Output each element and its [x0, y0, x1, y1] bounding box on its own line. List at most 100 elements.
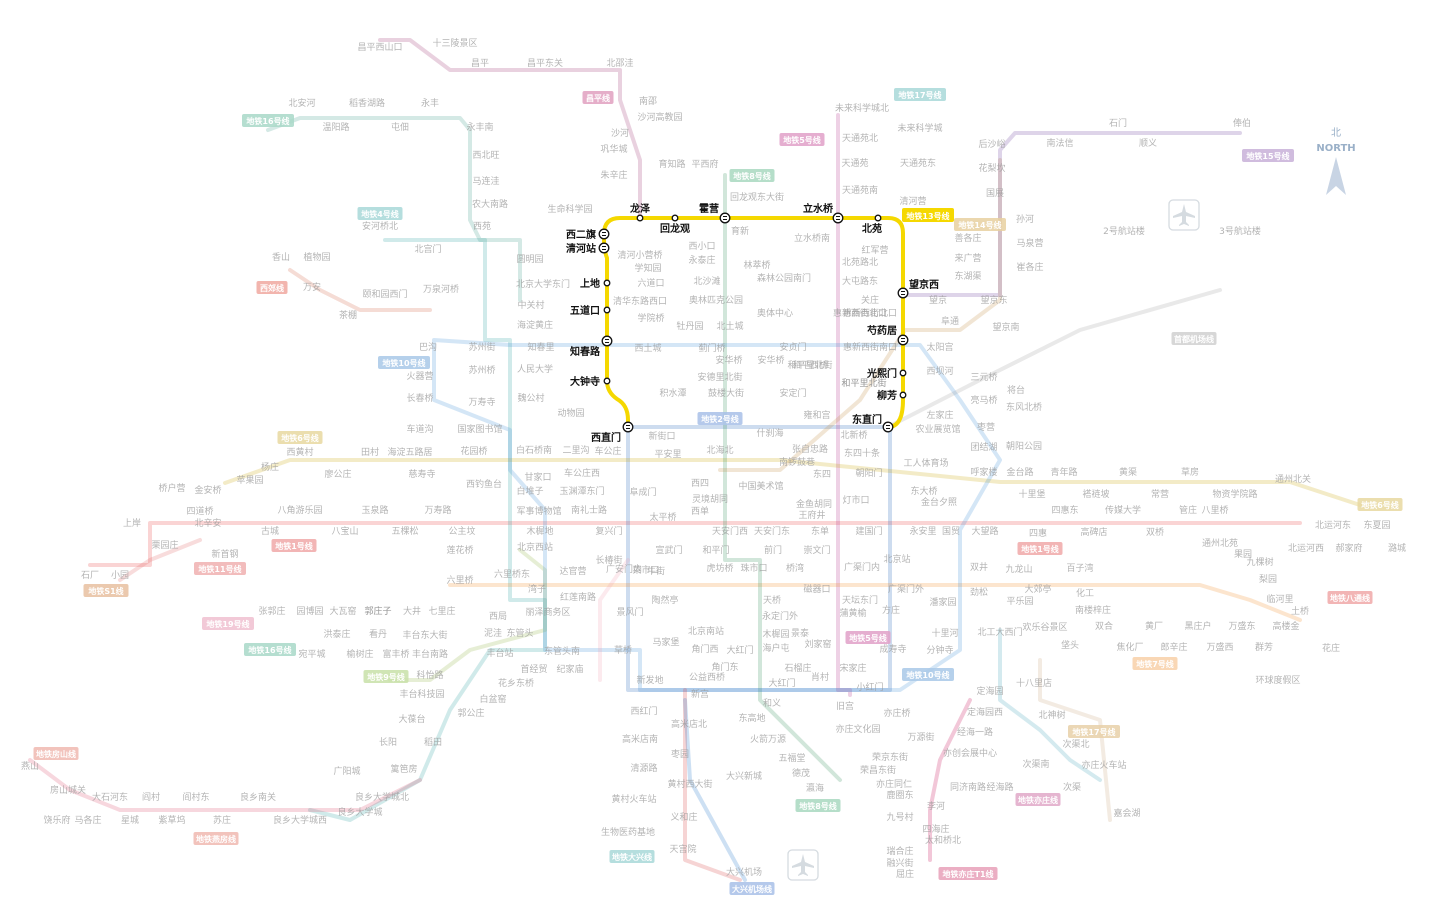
station-label: 张郭庄 — [258, 605, 285, 617]
station-7[interactable]: 龙泽 — [629, 202, 650, 222]
station-label: 善各庄 — [954, 232, 981, 244]
line-badge-30: 地铁8号线 — [795, 799, 841, 812]
station-label: 黄村西大街 — [667, 778, 712, 790]
station-label: 环球度假区 — [1255, 674, 1300, 686]
line-badge-bg — [1068, 725, 1120, 738]
station-6[interactable]: 西二旗 — [566, 228, 610, 241]
station-label: 八角游乐园 — [277, 504, 322, 516]
station-label: 崇文门 — [803, 544, 830, 556]
station-5[interactable]: 清河站 — [566, 242, 610, 255]
line-badge-label: 地铁8号线 — [733, 171, 771, 181]
station-label: 知春里 — [527, 341, 554, 353]
station-8[interactable]: 回龙观 — [660, 214, 690, 235]
line-badge-label: 西郊线 — [260, 283, 284, 293]
station-label: 丰台南路 — [412, 648, 448, 660]
station-label: 垡头 — [1061, 639, 1079, 651]
station-label: 首经贸 — [520, 663, 547, 675]
station-4[interactable]: 上地 — [580, 277, 611, 290]
station-label: 马各庄 — [74, 814, 101, 826]
line-11 — [266, 116, 522, 302]
line-badge-15: 地铁11号线 — [194, 562, 246, 575]
line-badge-label: 地铁亦庄T1线 — [942, 869, 993, 879]
station-label: 东高地 — [738, 712, 765, 724]
line-badge-bg — [357, 207, 403, 220]
station-label: 立水桥南 — [794, 232, 830, 244]
station-name: 霍营 — [699, 202, 719, 215]
station-label: 梨园 — [1259, 573, 1277, 585]
station-label: 双合 — [1095, 620, 1113, 632]
station-label: 永丰 — [421, 97, 439, 109]
station-label: 十八里店 — [1016, 677, 1052, 689]
station-label: 郭公庄 — [457, 707, 484, 719]
station-1[interactable]: 大钟寺 — [570, 375, 611, 388]
line-badge-bg — [256, 281, 288, 294]
station-14[interactable]: 光熙门 — [866, 367, 907, 380]
background-station-labels: 昌平西山口十三陵景区昌平昌平东关北邵洼南邵沙河高教园沙河巩华城朱辛庄生命科学园育… — [21, 37, 1406, 880]
station-label: 天通苑北 — [842, 132, 878, 144]
station-label: 瑞合庄 — [886, 845, 913, 857]
station-label: 清源路 — [630, 762, 657, 774]
station-label: 3号航站楼 — [1219, 225, 1261, 237]
station-label: 动物园 — [557, 407, 584, 419]
station-label: 安定门 — [779, 387, 806, 399]
station-label: 分钟寺 — [926, 644, 953, 656]
transfer-arrows-icon — [886, 425, 890, 429]
station-12[interactable]: 望京西 — [897, 278, 939, 299]
station-label: 永泰庄 — [688, 254, 715, 266]
station-label: 黄渠 — [1119, 466, 1137, 478]
station-label: 西红门 — [630, 705, 657, 717]
line-13 — [378, 38, 642, 220]
station-label: 前门 — [764, 544, 782, 556]
station-label: 八里桥 — [1201, 504, 1228, 516]
station-label: 马泉营 — [1016, 237, 1043, 249]
station-label: 海淀黄庄 — [517, 319, 553, 331]
line-badge-bg — [193, 832, 239, 845]
station-label: 黄厂 — [1145, 620, 1163, 632]
station-label: 德茂 — [792, 767, 810, 779]
station-label: 六里桥东 — [494, 568, 530, 580]
line-badge-label: 地铁大兴线 — [612, 852, 652, 862]
station-label: 未来科学城 — [897, 122, 942, 134]
station-label: 临河里 — [1266, 593, 1293, 605]
station-label: 西局 — [489, 611, 507, 622]
station-label: 四惠 — [1029, 527, 1047, 539]
station-3[interactable]: 五道口 — [570, 304, 611, 317]
station-name: 清河站 — [566, 242, 596, 255]
station-label: 植物园 — [303, 251, 330, 263]
station-label: 北安河 — [288, 97, 315, 109]
line-badge-26: 地铁亦庄线 — [1015, 793, 1061, 806]
station-label: 大红门 — [726, 644, 753, 656]
line-badge-bg — [1327, 591, 1373, 604]
line-badge-bg — [902, 668, 954, 681]
station-dot — [603, 377, 611, 385]
station-15[interactable]: 柳芳 — [877, 389, 907, 402]
station-name: 西二旗 — [566, 228, 596, 241]
station-2[interactable]: 知春路 — [569, 335, 613, 358]
station-label: 阜成门 — [629, 486, 656, 498]
station-label: 圆明园 — [516, 254, 543, 265]
station-label: 俸伯 — [1233, 117, 1251, 129]
station-label: 花梨坎 — [978, 162, 1005, 174]
station-label: 古城 — [261, 525, 279, 537]
station-label: 旧宫 — [836, 700, 854, 712]
station-label: 太平桥 — [649, 511, 676, 523]
station-name: 龙泽 — [629, 202, 650, 215]
station-label: 亦庄火车站 — [1081, 759, 1126, 771]
station-10[interactable]: 立水桥 — [803, 202, 844, 224]
station-16[interactable]: 东直门 — [852, 413, 894, 433]
station-13[interactable]: 芍药居 — [867, 324, 909, 346]
line-badge-label: 地铁10号线 — [382, 358, 425, 368]
station-label: 天桥 — [763, 594, 781, 606]
line-badge-13: 地铁1号线 — [271, 539, 317, 552]
station-9[interactable]: 霍营 — [699, 202, 731, 224]
station-label: 沙河高教园 — [637, 111, 682, 123]
line-13-badge[interactable]: 地铁13号线 — [902, 208, 954, 222]
station-label: 大兴新城 — [726, 770, 762, 782]
station-label: 孙河 — [1016, 213, 1034, 225]
station-label: 工人体育场 — [903, 457, 948, 469]
station-label: 万寿寺 — [468, 396, 495, 408]
station-0[interactable]: 西直门 — [591, 421, 634, 444]
station-11[interactable]: 北苑 — [862, 214, 882, 235]
line-badge-bg — [1242, 149, 1294, 162]
